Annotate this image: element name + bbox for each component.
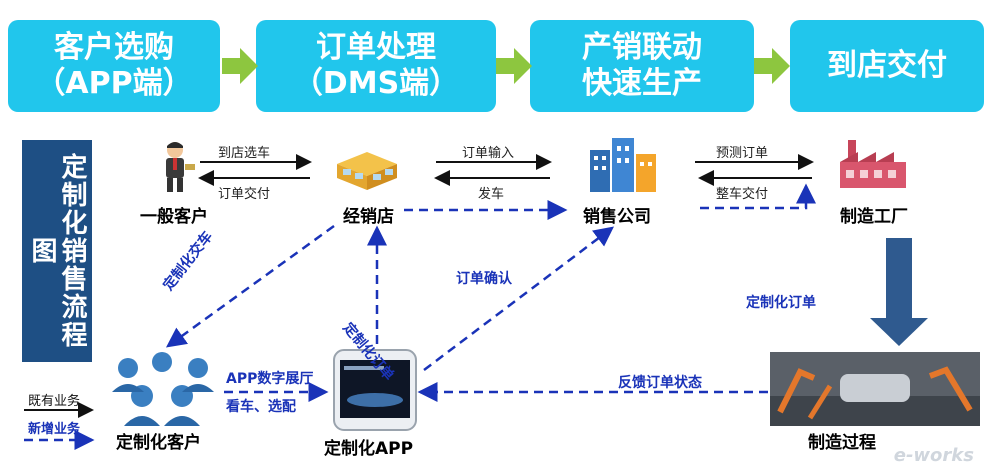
step-4-title: 到店交付: [827, 48, 947, 83]
big-down-arrow: [870, 238, 928, 346]
step-order-processing: 订单处理 （DMS端）: [256, 20, 496, 112]
legend-new: 新增业务: [28, 422, 81, 437]
label-order-confirm: 订单确认: [456, 271, 512, 287]
side-title: 定制化销售流程图: [22, 140, 92, 362]
dealer-store-icon: [337, 152, 397, 190]
node-custom-customer: 定制化客户: [116, 433, 201, 453]
label-app-showroom: APP数字展厅: [226, 371, 314, 387]
label-order-input: 订单输入: [462, 146, 515, 161]
green-arrow-2: [496, 48, 532, 84]
green-arrow-1: [222, 48, 258, 84]
person-icon: [166, 142, 195, 192]
step-store-delivery: 到店交付: [790, 20, 984, 112]
label-view-select: 看车、选配: [226, 399, 296, 415]
node-dealer: 经销店: [343, 207, 394, 227]
step-2-title: 订单处理: [316, 30, 436, 65]
step-3-subtitle: 快速生产: [582, 66, 702, 101]
step-2-subtitle: （DMS端）: [292, 66, 460, 101]
node-sales-company: 销售公司: [583, 207, 651, 227]
step-1-title: 客户选购: [54, 30, 174, 65]
label-custom-order: 定制化订单: [746, 295, 816, 311]
edge-sales-factory: [700, 183, 816, 210]
green-arrow-3: [754, 48, 790, 84]
manufacturing-line-image: [770, 352, 980, 426]
legend-existing: 既有业务: [28, 394, 81, 409]
label-vehicle-delivery: 整车交付: [716, 187, 769, 202]
node-general-customer: 一般客户: [140, 207, 208, 227]
node-custom-app: 定制化APP: [324, 439, 414, 459]
step-customer-purchase: 客户选购 （APP端）: [8, 20, 220, 112]
label-order-delivery: 订单交付: [218, 187, 271, 202]
node-manufacturing-process: 制造过程: [808, 433, 876, 453]
custom-customers-icon: [112, 352, 214, 426]
edge-custom-delivery: [165, 224, 335, 348]
step-production-linkage: 产销联动 快速生产: [530, 20, 754, 112]
watermark: e-works: [893, 445, 974, 466]
label-forecast-order: 预测订单: [716, 146, 769, 161]
label-ship: 发车: [478, 187, 505, 202]
factory-icon: [840, 140, 906, 188]
step-3-title: 产销联动: [582, 30, 702, 65]
label-feedback-status: 反馈订单状态: [618, 375, 702, 391]
sales-company-icon: [590, 138, 656, 192]
label-to-store: 到店选车: [218, 146, 271, 161]
step-1-subtitle: （APP端）: [35, 66, 193, 101]
smartphone-app-icon: [333, 349, 417, 431]
edge-app-sales: [423, 226, 614, 371]
node-factory: 制造工厂: [840, 207, 908, 227]
